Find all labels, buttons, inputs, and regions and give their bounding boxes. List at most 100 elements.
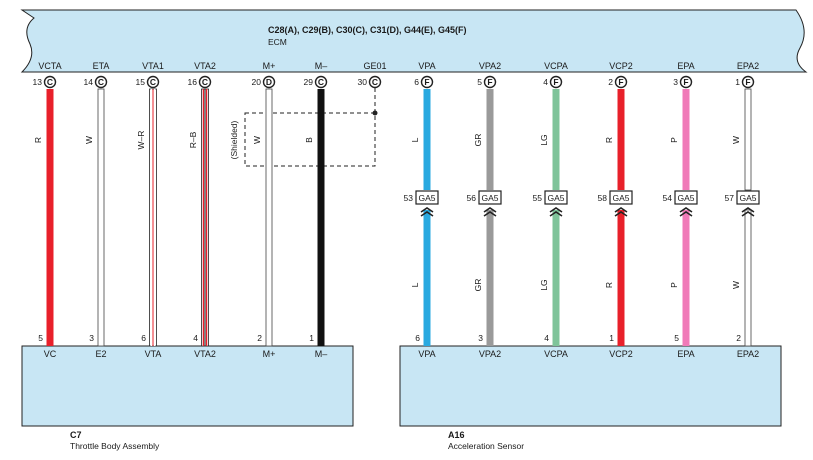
ecm-terminal-label: ETA: [93, 61, 110, 71]
wire: [317, 89, 325, 346]
ecm-pin-number: 16: [188, 77, 198, 87]
ecm-pin-number: 13: [33, 77, 43, 87]
component-terminal-label: VCPA: [544, 349, 568, 359]
chevron-icon: [614, 211, 628, 217]
wire-color-code: L: [410, 282, 420, 287]
connector-letter: C: [318, 77, 324, 87]
wire-upper: [617, 89, 625, 190]
wire-color-code: R–B: [188, 131, 198, 148]
component-terminal-label: VTA: [145, 349, 162, 359]
throttle-body-box: [21, 345, 354, 427]
ecm-terminal-label: VCPA: [544, 61, 568, 71]
connector-letter: C: [47, 77, 53, 87]
accel-sensor-box: [399, 345, 782, 427]
connector-letter: F: [487, 77, 492, 87]
ecm-pin-number: 2: [608, 77, 613, 87]
accel-name: Acceleration Sensor: [448, 441, 524, 451]
connector-letter: C: [98, 77, 104, 87]
component-terminal-label: VC: [44, 349, 57, 359]
wire-color-code: W: [84, 136, 94, 144]
ecm-pin-number: 3: [673, 77, 678, 87]
connector-circle: [614, 75, 628, 89]
ecm-terminal-label: VCP2: [609, 61, 633, 71]
ecm-pin-number: 1: [735, 77, 740, 87]
wire-lower: [744, 209, 752, 347]
wire-color-code: GR: [473, 134, 483, 147]
wire-color-code: P: [669, 282, 679, 288]
chevron-icon: [679, 207, 693, 213]
wires-layer: VCTAC13R5VCETAC14W3E2VTA1C15W–R6VTAVTA2C…: [33, 61, 760, 359]
wire-upper: [682, 89, 690, 190]
component-terminal-label: VPA2: [479, 349, 501, 359]
connector-circle: [146, 75, 160, 89]
wire-lower: [682, 210, 690, 346]
wire-lower: [486, 210, 494, 346]
inline-connector-box: [478, 190, 502, 205]
inline-connector-label: GA5: [481, 193, 498, 203]
ecm-terminal-label: VPA: [418, 61, 435, 71]
wire-lower: [423, 210, 431, 346]
ecm-terminal-label: EPA2: [737, 61, 759, 71]
component-terminal-label: EPA2: [737, 349, 759, 359]
wire-color-code: L: [410, 137, 420, 142]
connector-circle: [262, 75, 276, 89]
inline-connector-label: GA5: [418, 193, 435, 203]
component-pin-number: 2: [257, 333, 262, 343]
ecm-pin-number: 6: [414, 77, 419, 87]
connector-circle: [741, 75, 755, 89]
inline-pin-number: 58: [598, 193, 608, 203]
accel-code: A16: [448, 430, 465, 440]
connector-circle: [483, 75, 497, 89]
connector-circle: [420, 75, 434, 89]
chevron-icon: [741, 211, 755, 217]
ecm-connectors-label: C28(A), C29(B), C30(C), C31(D), G44(E), …: [268, 25, 467, 35]
wire-color-code: B: [304, 137, 314, 143]
ecm-pin-number: 20: [252, 77, 262, 87]
ecm-pin-number: 15: [136, 77, 146, 87]
inline-pin-number: 56: [467, 193, 477, 203]
inline-connector-box: [736, 190, 760, 205]
wire-lower: [552, 210, 560, 346]
ecm-terminal-label: VTA2: [194, 61, 216, 71]
wire-upper: [552, 89, 560, 190]
chevron-icon: [549, 207, 563, 213]
ecm-terminal-label: EPA: [677, 61, 694, 71]
component-terminal-label: VCP2: [609, 349, 633, 359]
chevron-icon: [420, 207, 434, 213]
ecm-pin-number: 4: [543, 77, 548, 87]
component-terminal-label: E2: [95, 349, 106, 359]
ecm-name-label: ECM: [268, 37, 287, 47]
wire-color-code: R: [604, 137, 614, 143]
connector-circle: [679, 75, 693, 89]
connector-letter: D: [266, 77, 272, 87]
shield-box: [244, 112, 376, 167]
wire-lower: [617, 210, 625, 346]
ecm-terminal-label: VCTA: [38, 61, 61, 71]
wire-color-code: W–R: [136, 131, 146, 150]
throttle-name: Throttle Body Assembly: [70, 441, 160, 451]
ecm-terminal-label: M+: [263, 61, 276, 71]
ecm-terminal-label: VPA2: [479, 61, 501, 71]
component-pin-number: 4: [544, 333, 549, 343]
component-pin-number: 6: [415, 333, 420, 343]
wire-color-code: W: [731, 136, 741, 144]
wire-color-code: LG: [539, 134, 549, 145]
wire-color-code: GR: [473, 279, 483, 292]
inline-connector-box: [674, 190, 698, 205]
connector-letter: F: [745, 77, 750, 87]
shield-junction-dot: [372, 110, 378, 116]
component-terminal-label: EPA: [677, 349, 694, 359]
component-terminal-label: M+: [263, 349, 276, 359]
component-terminal-label: M–: [315, 349, 328, 359]
connector-circle: [549, 75, 563, 89]
connector-letter: F: [424, 77, 429, 87]
wire-upper: [744, 88, 752, 191]
inline-connector-box: [544, 190, 568, 205]
inline-connector-label: GA5: [677, 193, 694, 203]
inline-connector-label: GA5: [547, 193, 564, 203]
chevron-icon: [420, 211, 434, 217]
connector-letter: C: [202, 77, 208, 87]
component-pin-number: 5: [38, 333, 43, 343]
wire: [265, 88, 273, 347]
